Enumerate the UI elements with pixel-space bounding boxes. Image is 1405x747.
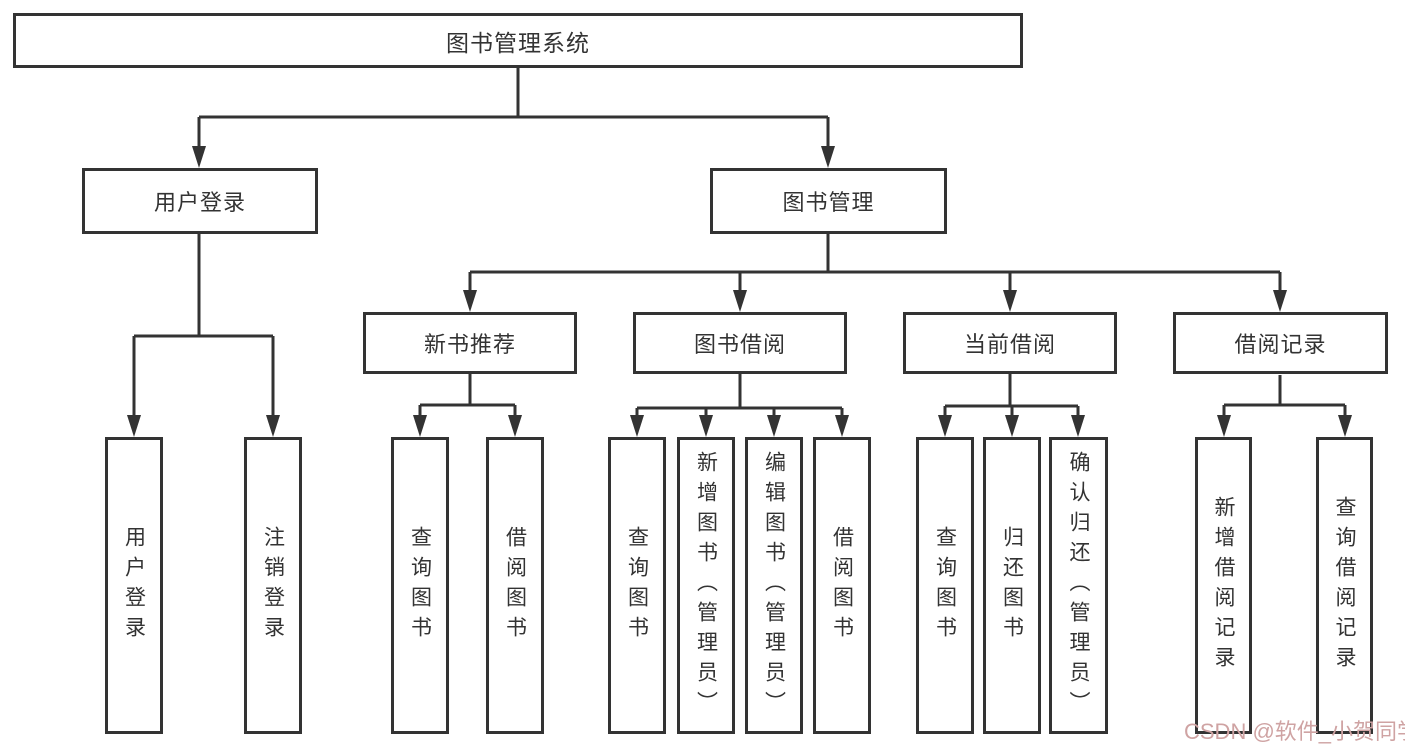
node-label: 编辑图书（管理员） <box>762 450 786 721</box>
arrowhead-icon <box>1217 415 1231 437</box>
arrowhead-icon <box>1338 415 1352 437</box>
leaf-borrow-add-book-admin: 新增图书（管理员） <box>677 437 735 734</box>
node-label: 图书管理系统 <box>446 29 590 56</box>
arrowhead-icon <box>127 415 141 437</box>
leaf-borrow-borrow-book: 借阅图书 <box>813 437 871 734</box>
arrowhead-icon <box>266 415 280 437</box>
arrowhead-icon <box>508 415 522 437</box>
node-label: 确认归还（管理员） <box>1067 450 1090 721</box>
arrowhead-icon <box>835 415 849 437</box>
node-book-borrow: 图书借阅 <box>633 312 847 374</box>
arrowhead-icon <box>1005 415 1019 437</box>
node-label: 注销登录 <box>261 525 285 646</box>
node-label: 新书推荐 <box>423 332 516 357</box>
arrowhead-icon <box>463 290 477 312</box>
node-label: 新增图书（管理员） <box>694 450 718 721</box>
arrowhead-icon <box>767 415 781 437</box>
node-borrow-records: 借阅记录 <box>1173 312 1388 374</box>
node-label: 图书借阅 <box>693 332 786 357</box>
leaf-current-confirm-return-admin: 确认归还（管理员） <box>1049 437 1108 734</box>
leaf-logout-login: 注销登录 <box>244 437 302 734</box>
node-label: 用户登录 <box>122 525 146 646</box>
node-label: 借阅记录 <box>1234 332 1327 357</box>
node-label: 查询图书 <box>408 525 432 646</box>
leaf-current-query-book: 查询图书 <box>916 437 974 734</box>
leaf-records-add-record: 新增借阅记录 <box>1195 437 1252 734</box>
node-label: 图书管理 <box>782 190 875 215</box>
node-current-borrow: 当前借阅 <box>903 312 1117 374</box>
leaf-borrow-query-book: 查询图书 <box>608 437 666 734</box>
leaf-records-query-record: 查询借阅记录 <box>1316 437 1373 734</box>
node-label: 用户登录 <box>153 190 246 215</box>
node-label: 借阅图书 <box>503 525 527 646</box>
arrowhead-icon <box>630 415 644 437</box>
arrowhead-icon <box>1273 290 1287 312</box>
leaf-user-login: 用户登录 <box>105 437 163 734</box>
node-label: 新增借阅记录 <box>1212 495 1235 676</box>
leaf-newrec-query-book: 查询图书 <box>391 437 449 734</box>
leaf-newrec-borrow-book: 借阅图书 <box>486 437 544 734</box>
node-label: 归还图书 <box>1000 525 1024 646</box>
arrowhead-icon <box>821 146 835 168</box>
node-root-system: 图书管理系统 <box>13 13 1023 68</box>
arrowhead-icon <box>413 415 427 437</box>
node-label: 当前借阅 <box>963 332 1056 357</box>
node-book-management: 图书管理 <box>710 168 947 234</box>
arrowhead-icon <box>1003 290 1017 312</box>
node-label: 借阅图书 <box>830 525 854 646</box>
node-label: 查询借阅记录 <box>1333 495 1356 676</box>
arrowhead-icon <box>192 146 206 168</box>
node-new-book-recommend: 新书推荐 <box>363 312 577 374</box>
arrowhead-icon <box>733 290 747 312</box>
leaf-borrow-edit-book-admin: 编辑图书（管理员） <box>745 437 803 734</box>
node-user-login: 用户登录 <box>82 168 318 234</box>
watermark: CSDN @软件_小贺同学 <box>1184 719 1405 744</box>
node-label: 查询图书 <box>933 525 957 646</box>
leaf-current-return-book: 归还图书 <box>983 437 1041 734</box>
node-label: 查询图书 <box>625 525 649 646</box>
arrowhead-icon <box>938 415 952 437</box>
arrowhead-icon <box>699 415 713 437</box>
arrowhead-icon <box>1071 415 1085 437</box>
